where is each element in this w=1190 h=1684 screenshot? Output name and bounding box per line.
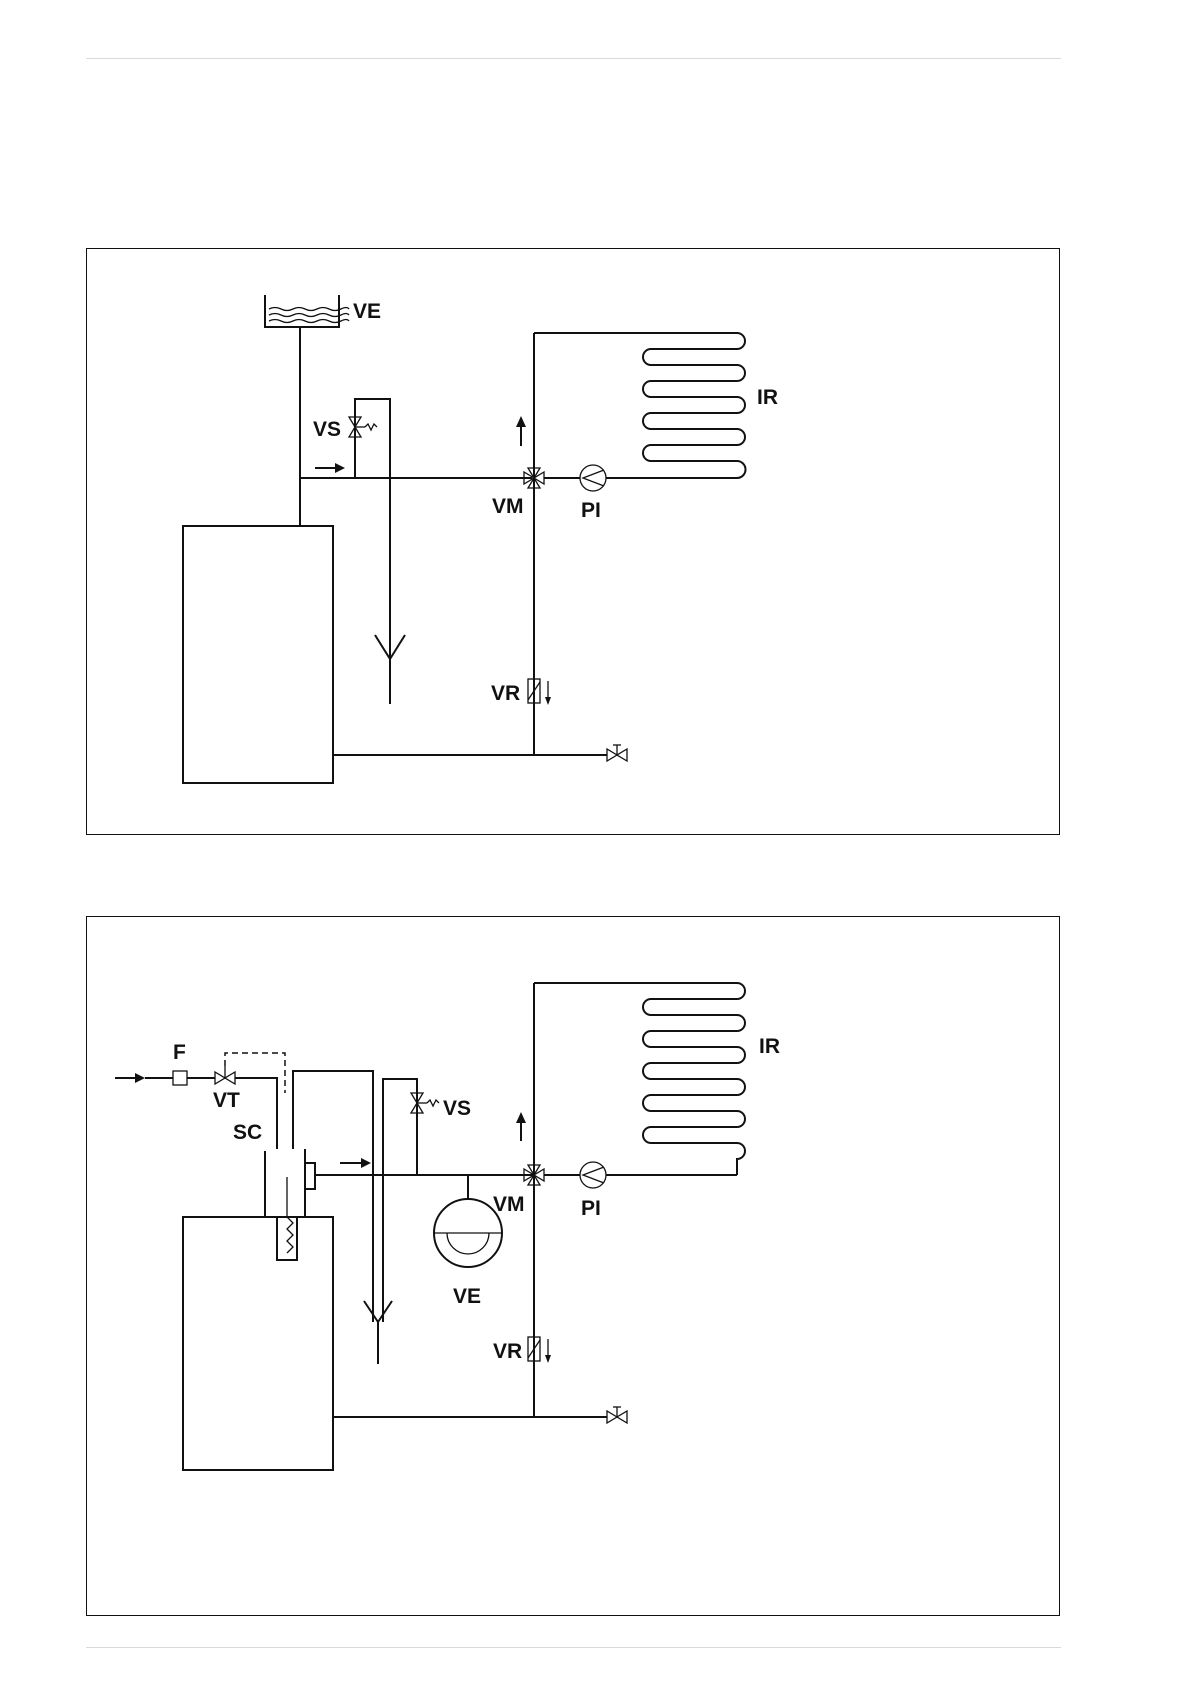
label-vm: VM: [493, 1193, 525, 1216]
top-rule: [86, 58, 1061, 59]
label-vs: VS: [443, 1097, 471, 1120]
label-ve: VE: [353, 300, 381, 323]
flow-arrow-icon: [340, 1158, 371, 1168]
boiler: [183, 526, 333, 783]
flow-arrow-icon: [315, 463, 345, 473]
inlet-arrow-icon: [115, 1073, 145, 1083]
diagram-2-svg: F VT SC: [87, 917, 1061, 1617]
radiant-coil-icon: [643, 333, 746, 478]
check-valve-icon: [528, 679, 551, 705]
diagram-2-frame: F VT SC: [86, 916, 1060, 1616]
label-ir: IR: [757, 386, 778, 409]
drain-valve-icon: [607, 1407, 627, 1423]
flow-up-arrow-icon: [516, 416, 526, 446]
diagram-1-svg: VE VS: [87, 249, 1061, 836]
diagram-1-frame: VE VS: [86, 248, 1060, 835]
circulation-pump-icon: [580, 465, 606, 491]
label-vm: VM: [492, 495, 524, 518]
safety-valve-icon: [411, 1093, 439, 1113]
bottom-rule: [86, 1647, 1061, 1648]
radiant-coil-icon: [643, 983, 745, 1175]
drain-valve-icon: [607, 745, 627, 761]
circulation-pump-icon: [580, 1162, 606, 1188]
open-expansion-vessel: [265, 295, 349, 327]
safety-valve-icon: [349, 417, 377, 437]
filter-icon: [173, 1071, 187, 1085]
label-pi: PI: [581, 499, 601, 522]
label-vt: VT: [213, 1089, 240, 1112]
boiler: [183, 1217, 333, 1470]
thermostatic-valve-icon: [215, 1066, 235, 1084]
label-f: F: [173, 1041, 186, 1064]
label-vr: VR: [491, 682, 520, 705]
closed-expansion-vessel-icon: [434, 1199, 502, 1267]
drain-funnel-icon: [364, 1301, 392, 1364]
label-pi: PI: [581, 1197, 601, 1220]
label-ve: VE: [453, 1285, 481, 1308]
check-valve-icon: [528, 1337, 551, 1363]
label-vr: VR: [493, 1340, 522, 1363]
label-ir: IR: [759, 1035, 780, 1058]
label-vs: VS: [313, 418, 341, 441]
heat-exchanger-icon: [265, 1149, 305, 1260]
label-sc: SC: [233, 1121, 262, 1144]
flow-up-arrow-icon: [516, 1112, 526, 1141]
